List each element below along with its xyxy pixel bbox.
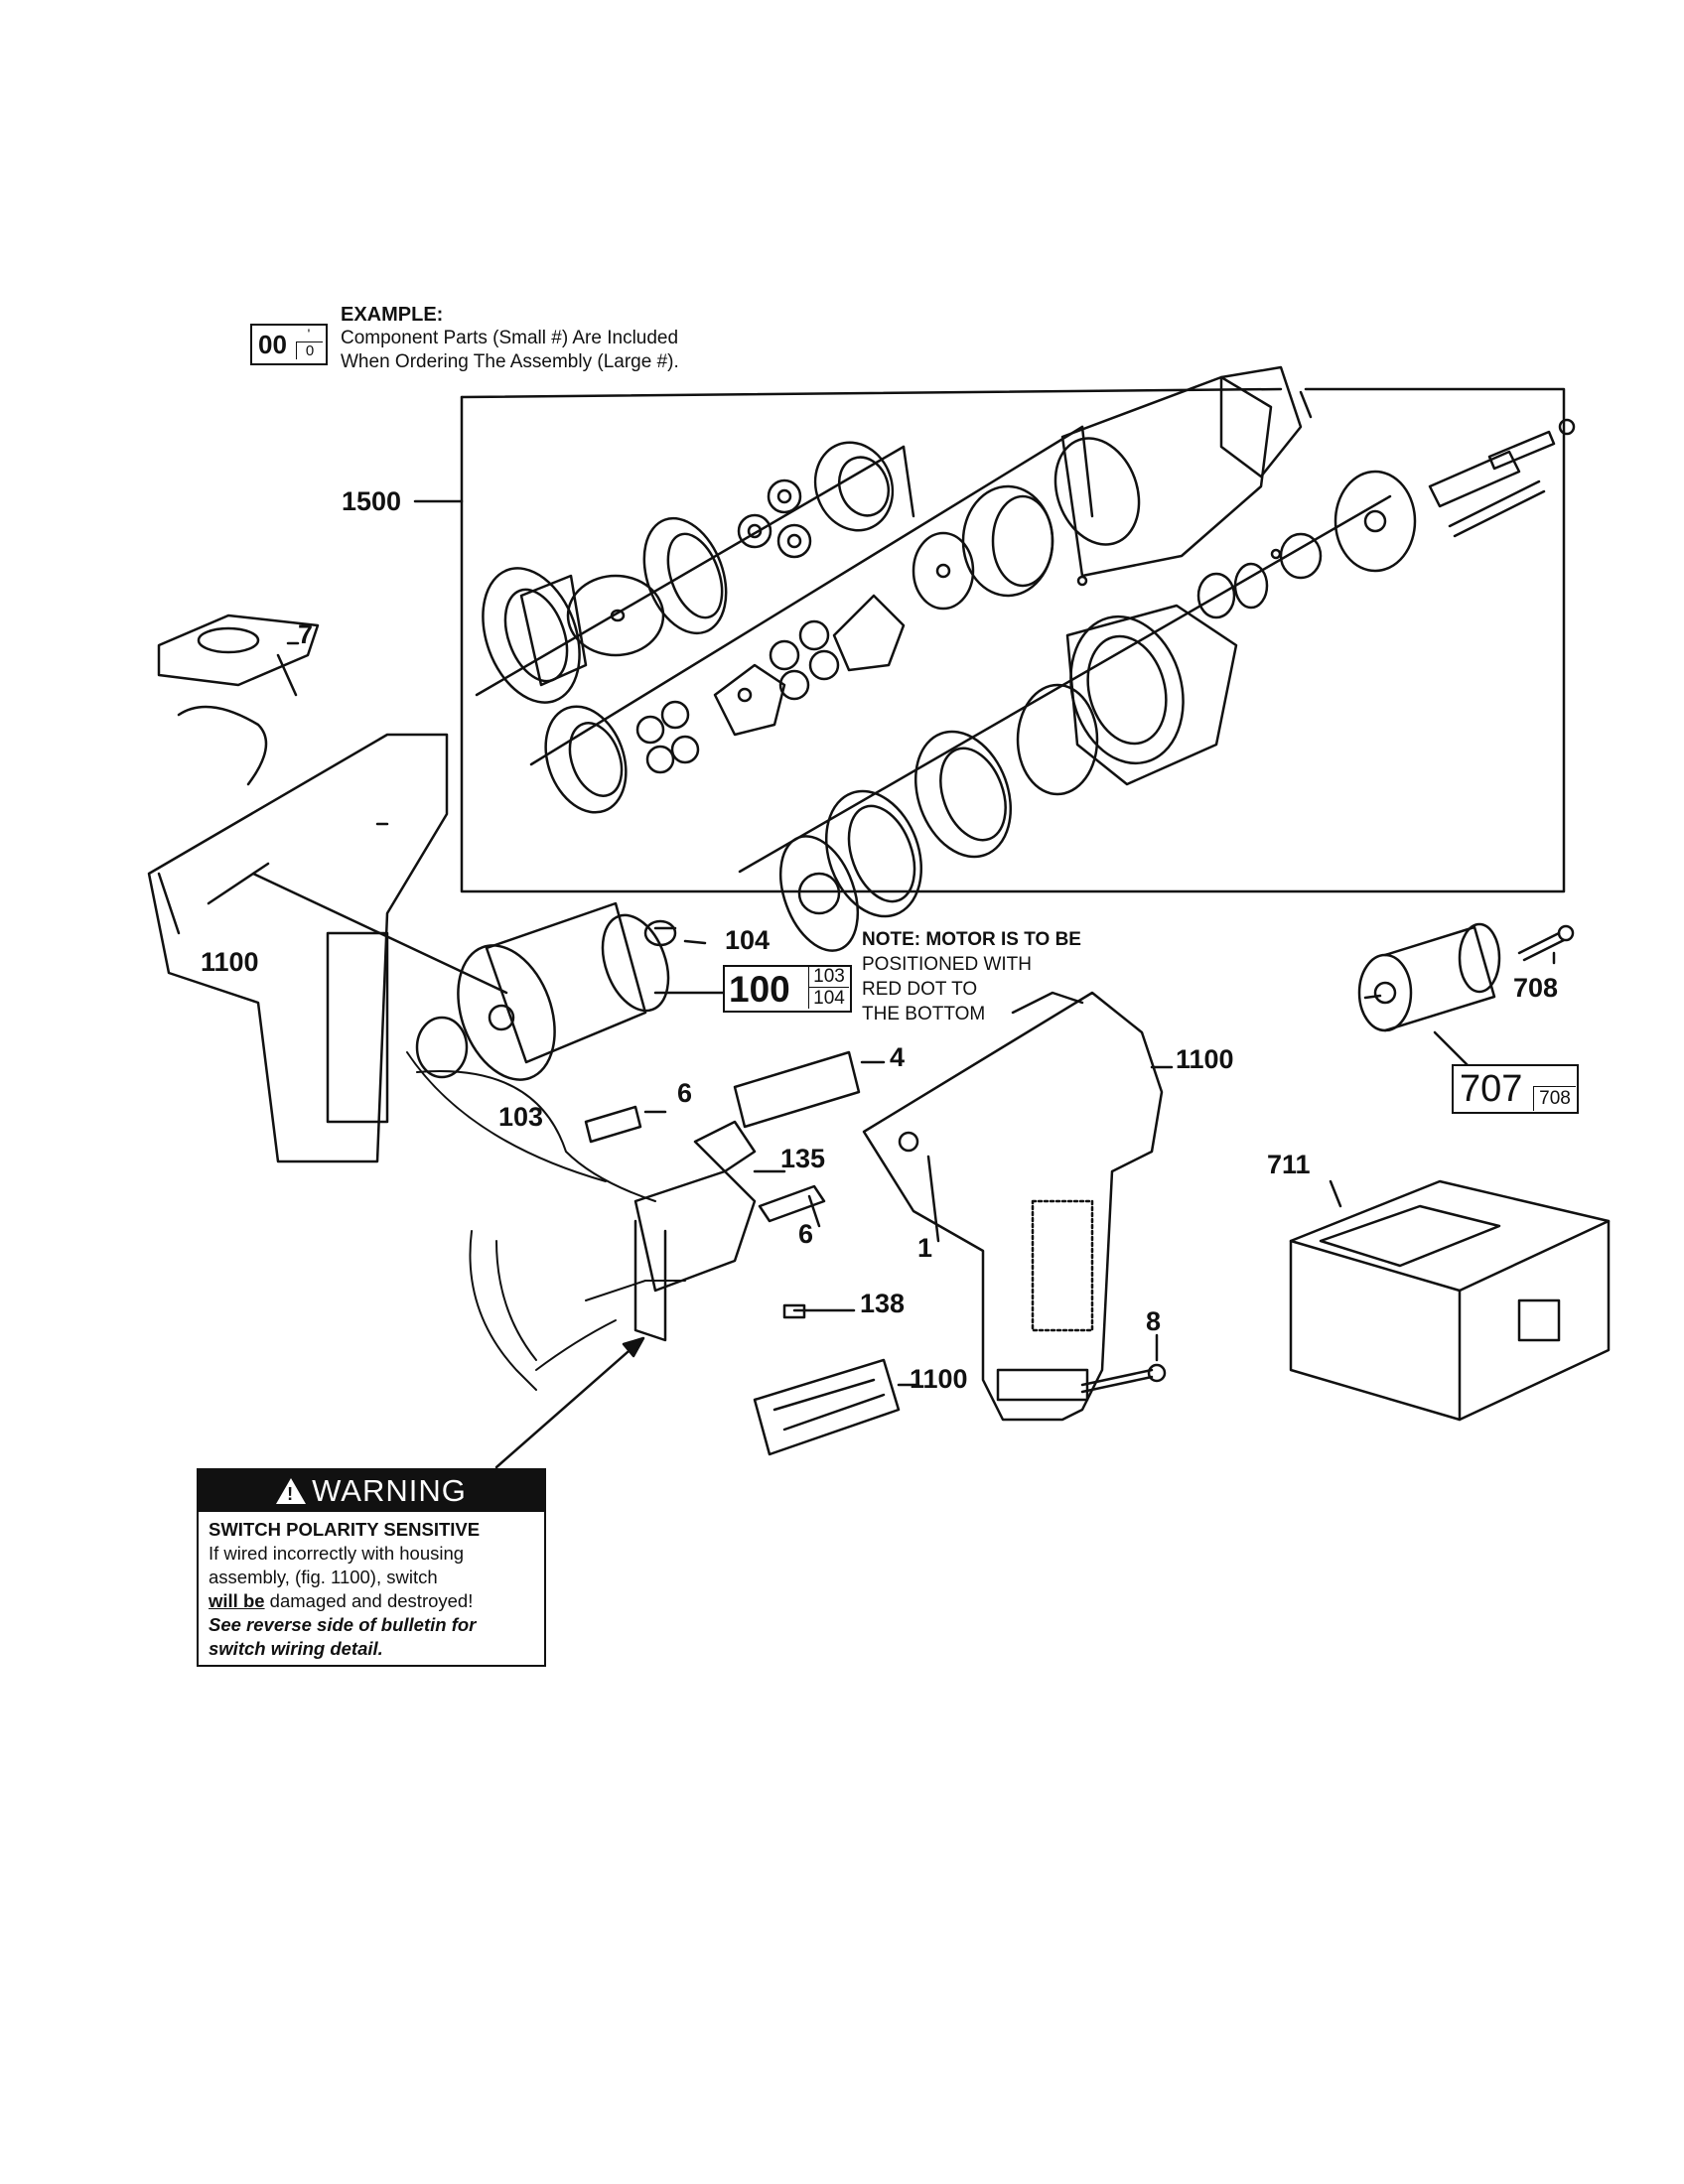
label-part-6-upper (584, 1105, 667, 1144)
right-housing-half (862, 991, 1174, 1422)
example-key-box: 00 ' 0 (250, 324, 328, 365)
chuck-screw-part-708 (1517, 924, 1575, 965)
warning-line-4: See reverse side of bulletin for (209, 1614, 477, 1635)
warning-line-5: switch wiring detail. (209, 1638, 383, 1659)
chuck-key-small: 708 (1533, 1086, 1576, 1111)
warning-line-2: assembly, (fig. 1100), switch (209, 1567, 438, 1587)
callout-4: 4 (890, 1042, 906, 1072)
note-line-4: THE BOTTOM (862, 1004, 986, 1024)
warning-box: ! WARNING SWITCH POLARITY SENSITIVE If w… (197, 1468, 546, 1667)
callout-138: 138 (860, 1289, 906, 1318)
motor-key-small-top: 103 (808, 967, 849, 988)
chuck-part-707 (1357, 922, 1501, 1069)
warning-body: SWITCH POLARITY SENSITIVE If wired incor… (199, 1512, 544, 1667)
example-key-large: 00 (258, 330, 287, 359)
chuck-key-large: 707 (1460, 1068, 1523, 1110)
motor-assembly-key: 100 103 104 (723, 965, 852, 1013)
warning-line-3-rest: damaged and destroyed! (264, 1590, 474, 1611)
label-part-6-lower (758, 1184, 826, 1228)
warning-line-3: will be damaged and destroyed! (209, 1589, 534, 1613)
note-line-1: NOTE: MOTOR IS TO BE (862, 929, 1081, 950)
callout-103: 103 (498, 1102, 544, 1132)
example-key-small-top: ' (307, 326, 311, 341)
callout-1100-bottom: 1100 (910, 1364, 968, 1394)
warning-pointer-arrow (494, 1336, 645, 1469)
callout-1100-left: 1100 (201, 947, 259, 977)
callout-1100-right: 1100 (1176, 1044, 1234, 1074)
motor-part-100 (251, 872, 732, 1081)
note-line-2: POSITIONED WITH (862, 954, 1032, 975)
callout-708: 708 (1513, 973, 1559, 1003)
warning-line-1: If wired incorrectly with housing (209, 1543, 465, 1564)
gearbox-parts (475, 365, 1576, 952)
warning-header-text: WARNING (312, 1473, 467, 1508)
gearbox-assembly-frame (413, 387, 1566, 893)
left-housing-half (147, 733, 449, 1163)
callout-104: 104 (725, 925, 771, 955)
example-line-2: When Ordering The Assembly (Large #). (341, 351, 679, 372)
warning-subtitle: SWITCH POLARITY SENSITIVE (209, 1519, 481, 1540)
motor-pinion-part-104 (643, 919, 707, 947)
callout-135: 135 (780, 1144, 826, 1173)
callout-1500: 1500 (342, 486, 402, 516)
callout-1: 1 (917, 1233, 933, 1263)
callout-7: 7 (298, 619, 314, 649)
example-title: EXAMPLE: (341, 304, 444, 326)
terminal-block (753, 1303, 920, 1456)
motor-position-note: NOTE: MOTOR IS TO BE POSITIONED WITH RED… (862, 927, 1160, 1026)
callout-8: 8 (1146, 1306, 1162, 1336)
callout-711: 711 (1267, 1150, 1311, 1179)
example-key-small-bottom: 0 (296, 341, 323, 359)
motor-key-large: 100 (729, 969, 790, 1010)
note-line-3: RED DOT TO (862, 979, 978, 1000)
switch-part-135 (633, 1120, 786, 1342)
screw-part-8 (1080, 1333, 1167, 1394)
callout-6-lower: 6 (798, 1219, 814, 1249)
callout-6-upper: 6 (677, 1078, 693, 1108)
wiring (406, 1051, 686, 1391)
warning-triangle-icon: ! (276, 1478, 307, 1504)
label-part-4 (733, 1050, 886, 1129)
motor-key-small-bottom: 104 (808, 988, 849, 1009)
chuck-assembly-key: 707 708 (1452, 1064, 1579, 1114)
battery-pack-part-711 (1289, 1179, 1611, 1422)
warning-line-3-emphasis: will be (209, 1590, 265, 1611)
warning-header: ! WARNING (199, 1470, 544, 1512)
battery-cap-part-7 (157, 614, 320, 786)
example-line-1: Component Parts (Small #) Are Included (341, 328, 679, 348)
